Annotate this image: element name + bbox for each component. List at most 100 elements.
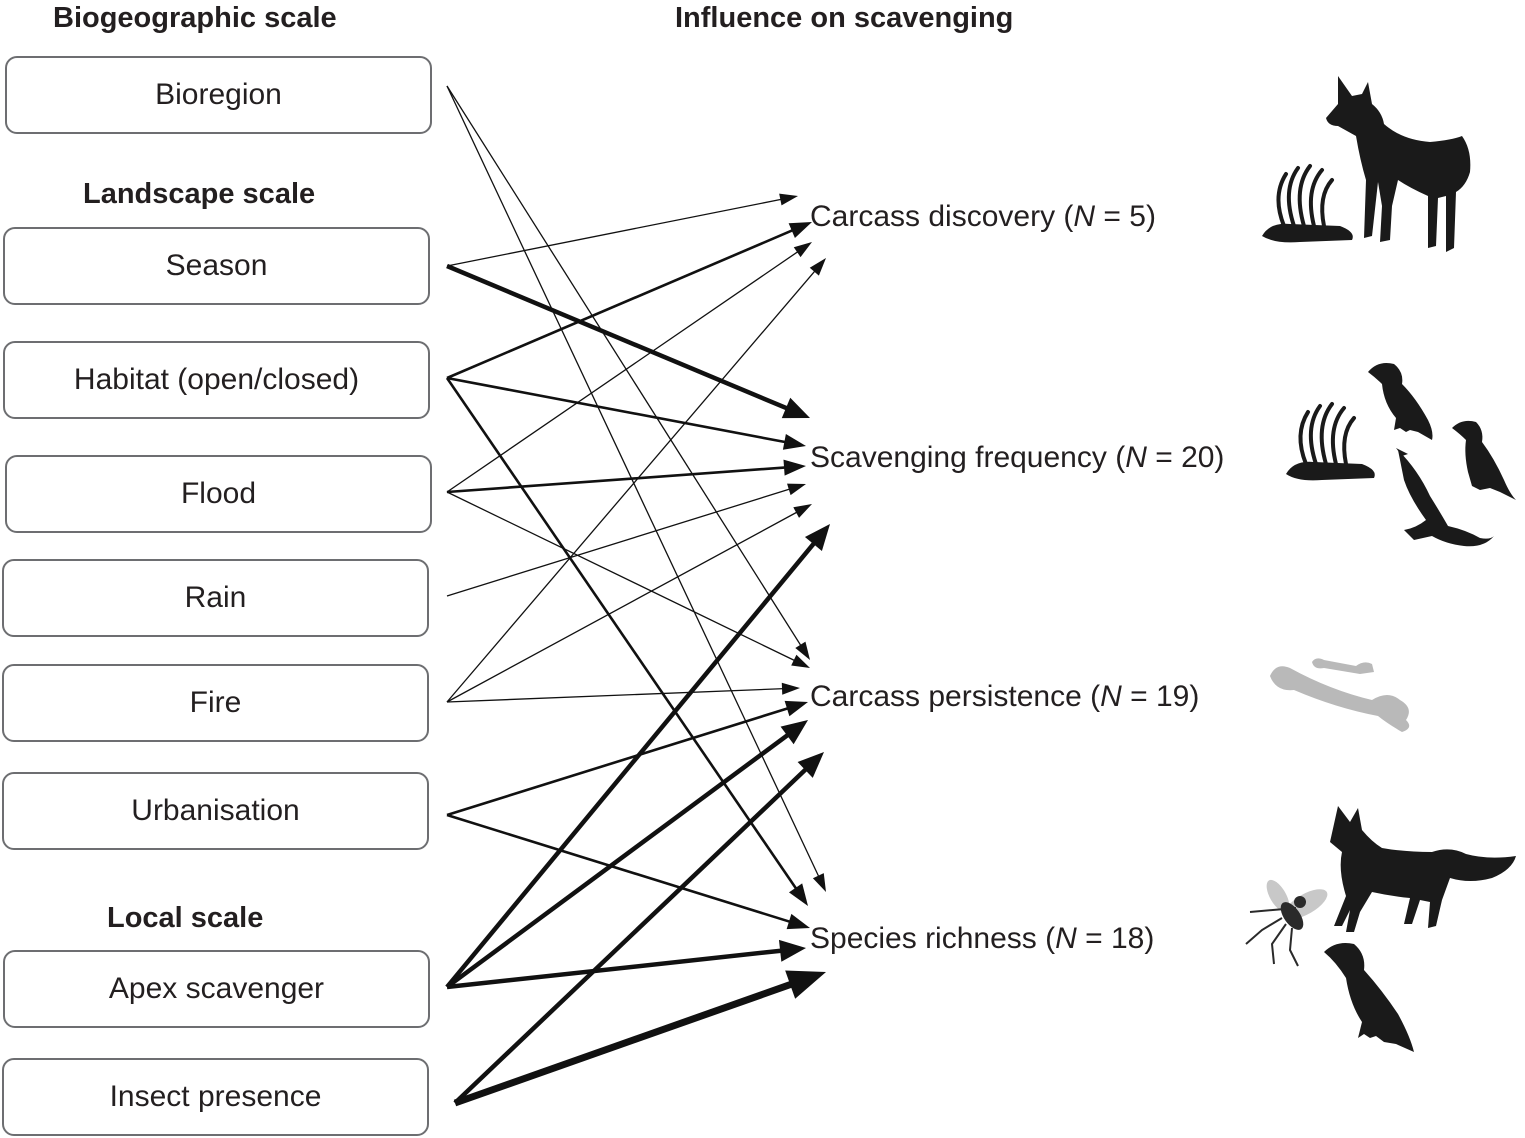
n-value: = 19)	[1121, 680, 1200, 713]
arrow-shaft	[446, 228, 795, 380]
n-value: = 5)	[1095, 200, 1156, 233]
local-scale-heading: Local scale	[107, 902, 264, 934]
arrow-head	[781, 397, 810, 419]
arrow-head	[785, 970, 826, 999]
arrow-season-to-discovery	[446, 193, 798, 267]
arrow-head	[795, 641, 810, 660]
arrow-head	[788, 222, 812, 239]
arrow-head	[783, 459, 806, 476]
factor-box-rain: Rain	[2, 559, 429, 637]
outcome-label: Carcass discovery (	[810, 200, 1074, 233]
carcass-ribs-icon	[1262, 164, 1353, 243]
outcome-species-richness: Species richness (N = 18)	[810, 922, 1154, 956]
arrow-shaft	[446, 687, 785, 703]
outcome-carcass-persistence: Carcass persistence (N = 19)	[810, 680, 1199, 714]
arrow-head	[797, 752, 824, 778]
arrow-shaft	[446, 198, 783, 267]
arrow-insect-to-richness	[453, 970, 826, 1107]
outcome-label: Carcass persistence (	[810, 680, 1101, 713]
arrow-apex-to-persistence	[445, 720, 808, 989]
arrow-rain-to-frequency	[446, 483, 806, 597]
landscape-scale-heading: Landscape scale	[83, 178, 316, 210]
arrow-flood-to-discovery	[446, 242, 812, 493]
arrow-flood-to-frequency	[446, 459, 806, 494]
arrow-bioregion-to-persistence	[446, 85, 810, 660]
influence-heading: Influence on scavenging	[675, 2, 1014, 34]
n-symbol: N	[1055, 922, 1077, 955]
arrow-season-to-frequency	[446, 263, 810, 419]
arrow-apex-to-frequency	[445, 524, 830, 989]
factor-box-urbanisation: Urbanisation	[2, 772, 429, 850]
arrow-bioregion-to-richness	[446, 85, 826, 892]
arrow-apex-to-richness	[446, 939, 806, 990]
arrow-shaft	[446, 466, 787, 494]
raven-icon	[1452, 420, 1516, 500]
n-value: = 20)	[1146, 441, 1225, 474]
arrow-head	[793, 504, 812, 518]
dingo-icon	[1326, 76, 1471, 252]
raven-icon	[1368, 363, 1433, 440]
n-symbol: N	[1073, 200, 1096, 233]
arrow-shaft	[445, 732, 791, 989]
arrow-shaft	[446, 376, 787, 444]
eagle-icon	[1396, 448, 1494, 547]
arrow-head	[786, 913, 810, 930]
carcass-ribs-icon	[1286, 402, 1375, 481]
arrow-head	[787, 483, 806, 496]
outcome-carcass-discovery: Carcass discovery (N = 5)	[810, 200, 1156, 234]
outcome-scavenging-frequency: Scavenging frequency (N = 20)	[810, 441, 1224, 475]
arrow-shaft	[446, 488, 791, 597]
n-symbol: N	[1125, 441, 1147, 474]
arrow-shaft	[446, 263, 789, 411]
n-symbol: N	[1100, 680, 1122, 713]
n-value: = 18)	[1076, 922, 1155, 955]
arrow-insect-to-persistence	[453, 752, 824, 1105]
arrow-shaft	[446, 948, 783, 990]
arrow-shaft	[446, 511, 799, 703]
arrow-habitat-to-frequency	[446, 376, 806, 450]
outcome-label: Scavenging frequency (	[810, 441, 1126, 474]
arrow-head	[788, 883, 808, 906]
arrow-head	[791, 654, 810, 668]
arrow-head	[782, 434, 806, 450]
factor-box-fire: Fire	[2, 664, 429, 742]
factor-box-season: Season	[3, 227, 430, 305]
arrow-head	[784, 700, 808, 717]
fly-icon	[1245, 879, 1328, 967]
arrow-fire-to-persistence	[446, 682, 800, 703]
arrow-shaft	[453, 980, 794, 1107]
arrow-habitat-to-discovery	[446, 222, 812, 380]
arrow-fire-to-discovery	[446, 258, 826, 703]
factor-box-insect-presence: Insect presence	[2, 1058, 429, 1136]
arrow-shaft	[446, 85, 802, 647]
arrow-shaft	[446, 85, 820, 878]
factor-box-flood: Flood	[5, 455, 432, 533]
arrow-habitat-to-richness	[445, 377, 808, 906]
arrow-urbanisation-to-richness	[446, 813, 810, 930]
arrow-head	[778, 939, 806, 962]
arrow-urbanisation-to-persistence	[446, 700, 808, 817]
arrow-shaft	[446, 250, 800, 493]
raven-icon	[1324, 943, 1414, 1052]
arrow-head	[812, 873, 826, 892]
arrow-shaft	[446, 813, 792, 924]
arrow-fire-to-frequency	[446, 504, 812, 703]
fox-icon	[1330, 806, 1516, 932]
biogeographic-scale-heading: Biogeographic scale	[53, 2, 337, 34]
arrow-head	[793, 242, 812, 258]
outcome-label: Species richness (	[810, 922, 1056, 955]
factor-box-bioregion: Bioregion	[5, 56, 432, 134]
factor-box-habitat: Habitat (open/closed)	[3, 341, 430, 419]
arrow-head	[809, 258, 826, 276]
bones-icon	[1270, 658, 1410, 732]
arrow-shaft	[445, 541, 817, 989]
factor-box-apex-scavenger: Apex scavenger	[3, 950, 430, 1028]
arrow-head	[779, 193, 798, 206]
arrow-head	[780, 720, 808, 745]
arrow-shaft	[446, 269, 817, 703]
arrow-shaft	[453, 766, 809, 1105]
arrow-shaft	[445, 377, 798, 891]
arrow-shaft	[446, 706, 790, 817]
